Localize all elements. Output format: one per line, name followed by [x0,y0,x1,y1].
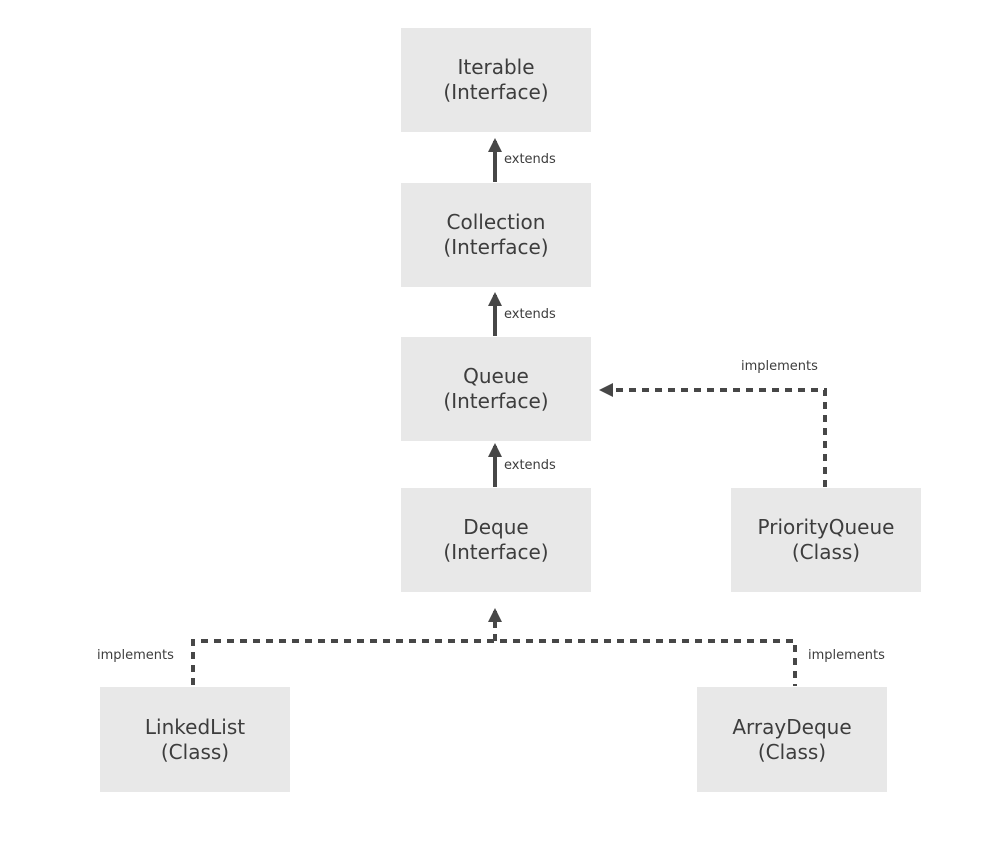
node-arraydeque: ArrayDeque (Class) [697,687,887,792]
node-subtitle: (Interface) [443,80,549,104]
node-subtitle: (Class) [757,739,827,764]
node-queue: Queue (Interface) [401,337,591,441]
edge-label-implements-arraydeque: implements [808,648,885,663]
edge-priorityqueue-implements-queue [599,383,827,487]
edge-implements-bus [191,639,797,686]
node-title: ArrayDeque [732,714,852,739]
node-deque: Deque (Interface) [401,488,591,592]
edge-label-extends-1: extends [504,152,556,167]
node-title: Queue [463,364,529,388]
node-title: Deque [463,515,529,539]
node-title: Iterable [457,55,535,79]
node-priorityqueue: PriorityQueue (Class) [731,488,921,592]
node-subtitle: (Interface) [443,235,549,259]
node-collection: Collection (Interface) [401,183,591,287]
node-subtitle: (Interface) [443,540,549,564]
edge-label-implements-priorityqueue: implements [741,359,818,374]
node-subtitle: (Interface) [443,389,549,413]
node-title: LinkedList [144,714,246,739]
node-iterable: Iterable (Interface) [401,28,591,132]
node-title: PriorityQueue [757,515,895,539]
node-subtitle: (Class) [791,540,861,564]
node-subtitle: (Class) [160,739,230,764]
node-linkedlist: LinkedList (Class) [100,687,290,792]
edge-label-implements-linkedlist: implements [97,648,174,663]
edge-label-extends-3: extends [504,458,556,473]
edge-label-extends-2: extends [504,307,556,322]
node-title: Collection [446,210,546,234]
